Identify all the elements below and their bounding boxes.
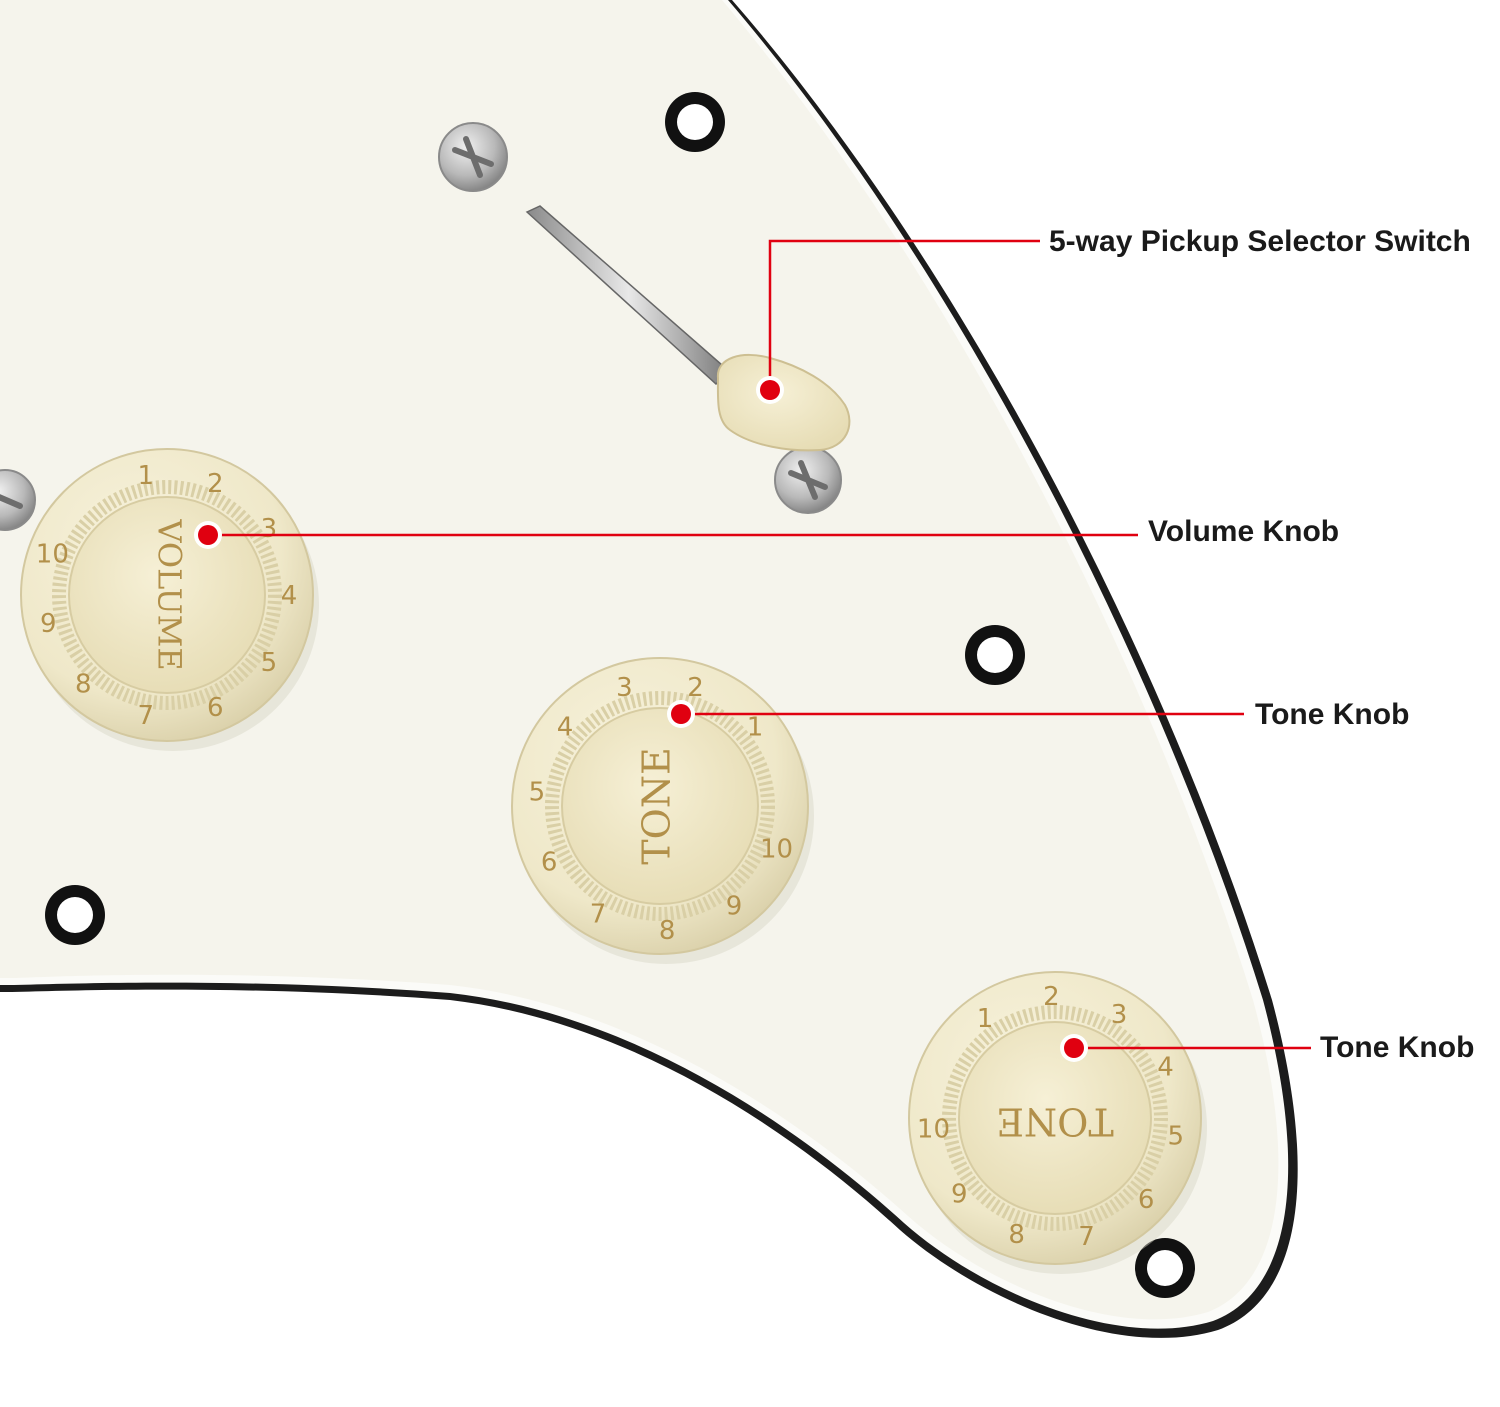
knob-scale-number: 6	[207, 693, 224, 723]
mounting-hole	[45, 885, 105, 945]
knob-scale-number: 3	[1111, 1000, 1128, 1030]
callout-2	[667, 700, 1244, 728]
screw-icon	[438, 122, 508, 192]
callout-dot	[760, 380, 780, 400]
knob-scale-number: 5	[261, 648, 278, 678]
knob-caption: TONE	[996, 1100, 1114, 1144]
knob-caption: VOLUME	[151, 518, 189, 670]
callout-label-selector-switch: 5-way Pickup Selector Switch	[1049, 225, 1471, 258]
knob-scale-number: 9	[40, 609, 57, 639]
callout-3	[1060, 1034, 1311, 1062]
tone-knob: 1 2 3 4 5 6 7 8 9 10 TONE	[511, 657, 814, 964]
callout-line	[768, 239, 1040, 390]
knob-scale-number: 9	[951, 1180, 968, 1210]
knob-scale-number: 7	[138, 701, 155, 731]
mounting-hole	[965, 625, 1025, 685]
knob-scale-number: 8	[75, 670, 92, 700]
selector-switch	[525, 205, 851, 452]
callout-dot	[198, 525, 218, 545]
knob-scale-number: 5	[1167, 1122, 1184, 1152]
knob-scale-number: 8	[1008, 1220, 1025, 1250]
knob-scale-number: 7	[590, 899, 607, 929]
callout-label-tone-knob: Tone Knob	[1320, 1031, 1475, 1064]
callout-label-tone-knob: Tone Knob	[1255, 698, 1410, 731]
knob-scale-number: 2	[207, 469, 224, 499]
knob-scale-number: 4	[557, 712, 574, 742]
knob-scale-number: 3	[616, 673, 633, 703]
callout-layer	[194, 239, 1311, 1062]
knob-scale-number: 4	[281, 581, 298, 611]
knob-scale-number: 6	[541, 848, 558, 878]
knob-scale-number: 10	[760, 834, 793, 864]
callout-dot	[1064, 1038, 1084, 1058]
knob-scale-number: 10	[917, 1115, 950, 1145]
knob-scale-number: 10	[36, 539, 69, 569]
callout-0	[756, 239, 1040, 404]
knob-scale-number: 2	[687, 673, 704, 703]
callout-label-volume-knob: Volume Knob	[1148, 515, 1340, 548]
knob-scale-number: 1	[977, 1004, 994, 1034]
knob-scale-number: 1	[747, 712, 764, 742]
selector-switch-tip-icon	[716, 353, 851, 452]
knob-scale-number: 4	[1157, 1052, 1174, 1082]
mounting-hole	[665, 92, 725, 152]
callout-1	[194, 521, 1138, 549]
mounting-holes	[45, 92, 1195, 1298]
knob-scale-number: 9	[726, 891, 743, 921]
callout-dot	[671, 704, 691, 724]
knob-caption: TONE	[635, 747, 679, 865]
knob-scale-number: 2	[1043, 982, 1060, 1012]
knob-scale-number: 5	[529, 778, 546, 808]
tone-knob: 1 2 34 5 6 7 8 9 10 TONE	[908, 971, 1207, 1274]
knob-scale-number: 8	[659, 916, 676, 946]
mounting-hole	[1135, 1238, 1195, 1298]
knob-scale-number: 6	[1138, 1185, 1155, 1215]
screw-icon	[0, 469, 36, 531]
knob-scale-number: 3	[261, 514, 278, 544]
screws	[0, 122, 842, 531]
knob-scale-number: 7	[1078, 1222, 1095, 1252]
knob-scale-number: 1	[138, 461, 155, 491]
screw-icon	[774, 446, 842, 514]
